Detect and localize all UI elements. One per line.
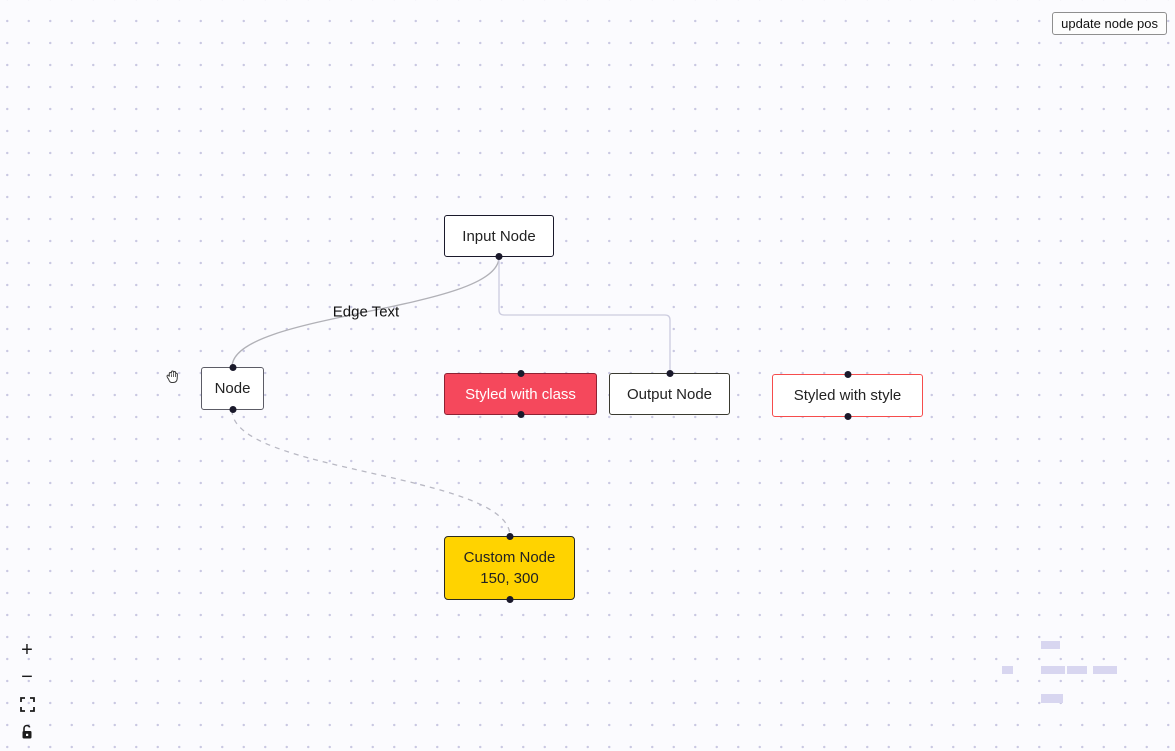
toggle-interactivity-button[interactable] xyxy=(15,718,39,745)
minimap-node-default xyxy=(1002,666,1013,674)
minimap-node-input xyxy=(1041,641,1060,649)
handle-target-top[interactable] xyxy=(517,370,524,377)
flow-controls: + − xyxy=(15,637,39,745)
node-styled-with-style[interactable]: Styled with style xyxy=(772,371,923,420)
handle-source-bottom[interactable] xyxy=(229,406,236,413)
handle-target-top[interactable] xyxy=(844,371,851,378)
node-custom[interactable]: Custom Node 150, 300 xyxy=(444,533,575,603)
node-input[interactable]: Input Node xyxy=(444,215,554,260)
handle-target-top[interactable] xyxy=(506,533,513,540)
node-default[interactable]: Node xyxy=(201,364,264,413)
edge-input-to-output xyxy=(498,257,671,373)
handle-source-bottom[interactable] xyxy=(495,253,503,260)
minimap[interactable] xyxy=(960,586,1160,736)
edge-label: Edge Text xyxy=(332,303,400,321)
edge-node-to-custom xyxy=(231,409,511,537)
handle-source-bottom[interactable] xyxy=(506,596,513,603)
minimap-node-styled-with-style xyxy=(1093,666,1117,674)
zoom-in-button[interactable]: + xyxy=(15,637,39,664)
minimap-node-output xyxy=(1067,666,1087,674)
fit-view-button[interactable] xyxy=(15,691,39,718)
handle-target-top[interactable] xyxy=(229,364,236,371)
node-output-label: Output Node xyxy=(626,385,713,403)
unlock-icon xyxy=(22,724,32,738)
handle-target-top[interactable] xyxy=(666,370,673,377)
plus-icon: + xyxy=(21,639,33,661)
grab-hand-cursor xyxy=(166,370,178,383)
node-styled-with-class[interactable]: Styled with class xyxy=(444,370,597,418)
node-default-label: Node xyxy=(214,380,251,397)
minimap-node-custom xyxy=(1041,694,1063,703)
fit-view-icon xyxy=(19,697,35,712)
handle-source-bottom[interactable] xyxy=(844,413,851,420)
node-custom-label-line2: 150, 300 xyxy=(480,570,539,587)
update-node-pos-button[interactable]: update node pos xyxy=(1052,12,1167,35)
node-output[interactable]: Output Node xyxy=(609,370,730,415)
handle-source-bottom[interactable] xyxy=(517,411,524,418)
node-styled-with-class-label: Styled with class xyxy=(465,385,576,403)
node-styled-with-style-label: Styled with style xyxy=(793,387,902,404)
minimap-node-styled-with-class xyxy=(1041,666,1065,674)
zoom-out-button[interactable]: − xyxy=(15,664,39,691)
node-input-label: Input Node xyxy=(462,227,536,245)
minus-icon: − xyxy=(21,666,33,688)
node-custom-label-line1: Custom Node xyxy=(463,549,556,566)
